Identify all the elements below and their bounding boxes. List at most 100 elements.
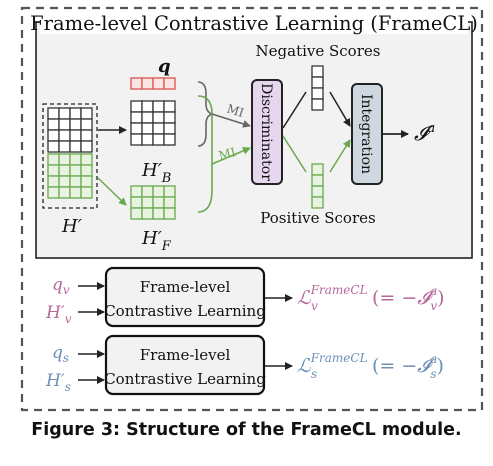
h-prime-green-cell [80,175,93,188]
neg-cell [311,65,324,78]
framecl-box-line1: Frame-level [140,346,231,364]
h-prime-gray-cell [80,140,93,153]
pos-cell [311,185,324,198]
q-label: q [158,56,171,77]
h-f-cell [163,196,176,209]
discriminator-label: Discriminator [258,83,274,181]
h-prime-gray-cell [69,129,82,142]
h-prime-green-cell [80,164,93,177]
h-prime-green-cell [58,186,71,199]
framecl-box-line2: Contrastive Learning [104,302,266,320]
h-b-cell [141,111,154,124]
h-prime-matrix [47,107,93,199]
arrow-neg-to-integ [329,91,351,127]
h-prime-gray-cell [69,107,82,120]
figure-caption: Figure 3: Structure of the FrameCL modul… [31,420,462,440]
h-prime-green-cell [69,186,82,199]
h-b-cell [163,122,176,135]
input-h-v: H′v [45,303,72,326]
h-prime-gray-cell [80,118,93,131]
h-b-cell [141,133,154,146]
h-b-matrix [130,100,176,146]
input-q-s: qs [52,343,69,365]
h-f-cell [141,196,154,209]
positive-scores-label: Positive Scores [260,209,375,227]
h-b-cell [130,100,143,113]
integration-label: Integration [358,94,374,174]
framecl-box [104,266,266,328]
neg-cell [311,76,324,89]
h-f-cell [130,196,143,209]
h-b-cell [152,100,165,113]
h-f-cell [152,207,165,220]
positive-score-vector [311,163,324,209]
pos-cell [311,174,324,187]
h-prime-gray-cell [69,140,82,153]
outer-dashed-frame [20,6,484,412]
h-prime-green-cell [80,186,93,199]
h-prime-green-cell [47,175,60,188]
h-b-cell [141,100,154,113]
negative-scores-label: Negative Scores [256,42,381,60]
h-prime-gray-cell [80,129,93,142]
q-cell [163,77,176,90]
h-b-cell [130,111,143,124]
h-prime-green-cell [58,164,71,177]
h-prime-green-cell [69,153,82,166]
h-b-cell [130,133,143,146]
h-prime-green-cell [69,175,82,188]
h-prime-gray-cell [58,129,71,142]
neg-cell [311,87,324,100]
h-prime-gray-cell [47,118,60,131]
arrow-hprime-to-hf [97,177,127,206]
arrow-disc-to-pos [282,135,307,173]
h-prime-gray-cell [58,118,71,131]
mi-bottom-label: MI [217,145,237,163]
framecl-box-line2: Contrastive Learning [104,370,266,388]
panel-title-bg [40,12,468,34]
q-cell [152,77,165,90]
h-prime-green-cell [47,153,60,166]
h-b-cell [152,111,165,124]
h-f-cell [152,185,165,198]
h-b-cell [152,122,165,135]
h-f-cell [163,207,176,220]
framecl-box [104,334,266,396]
h-b-cell [163,133,176,146]
h-f-cell [130,185,143,198]
h-prime-gray-cell [69,118,82,131]
q-cell [141,77,154,90]
pos-cell [311,163,324,176]
h-prime-gray-cell [47,107,60,120]
mi-top-label: MI [225,102,246,121]
h-f-cell [130,207,143,220]
arrow-pos-to-integ [329,139,351,173]
h-b-cell [152,133,165,146]
arrow-mi-bottom [211,147,251,165]
h-prime-label: H′ [61,216,82,237]
arrow-disc-to-neg [282,91,307,129]
q-cell [130,77,143,90]
h-b-cell [141,122,154,135]
h-prime-green-cell [69,164,82,177]
neg-cell [311,98,324,111]
h-prime-gray-cell [47,129,60,142]
discriminator-box [251,79,283,185]
h-prime-green-cell [47,186,60,199]
h-prime-gray-cell [47,140,60,153]
h-prime-green-cell [47,164,60,177]
q-vector [130,77,176,90]
h-f-cell [141,185,154,198]
h-f-cell [152,196,165,209]
framecl-figure: Frame-level Contrastive Learning (FrameC… [20,6,484,412]
h-prime-gray-cell [58,140,71,153]
h-prime-gray-cell [80,107,93,120]
input-q-v: qv [52,275,70,297]
h-f-cell [163,185,176,198]
integration-box [351,83,383,185]
h-f-cell [141,207,154,220]
